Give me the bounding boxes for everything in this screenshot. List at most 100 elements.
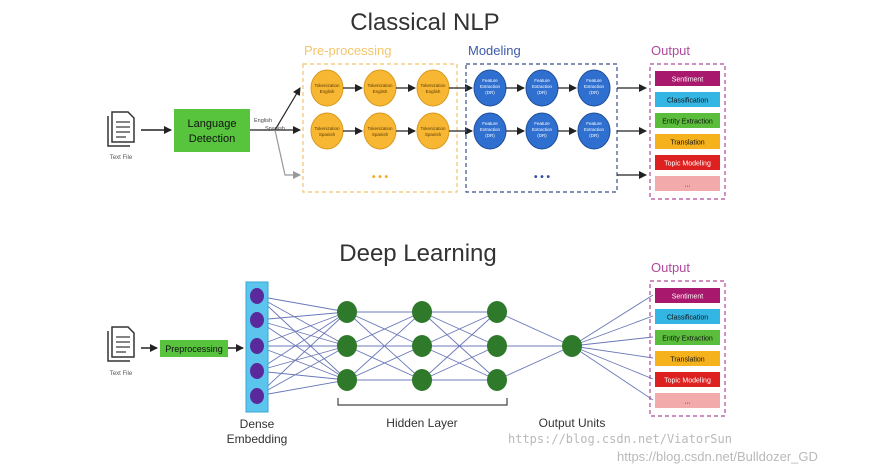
- deep-output-label-0: Sentiment: [672, 294, 704, 301]
- dense-node-0: [250, 288, 264, 304]
- classical-output-box-1: [655, 92, 720, 107]
- feat-es-2-l1: Feature: [534, 121, 550, 126]
- feat-es-2-l2: Extraction: [532, 127, 553, 132]
- edge-0-3-2: [256, 370, 348, 381]
- output-units-label: Output Units: [539, 416, 606, 430]
- feat-es-2-l3: (DR): [537, 133, 547, 138]
- edge-0-4-2: [256, 379, 348, 397]
- edge-3-2-0: [496, 345, 573, 381]
- tok-en-3-label: Tokenization: [420, 83, 446, 88]
- hidden1-node-1: [337, 335, 357, 357]
- edge-out-0: [571, 294, 654, 347]
- feat-es-3-l3: (DR): [589, 133, 599, 138]
- hidden3-node-2: [487, 369, 507, 391]
- classical-output-title: Output: [651, 43, 690, 58]
- feat-en-1-l2: Extraction: [480, 84, 501, 89]
- classical-output-box-5: [655, 176, 720, 191]
- hidden1-node-2: [337, 369, 357, 391]
- classical-output-box-2: [655, 113, 720, 128]
- dense-label: Dense: [240, 417, 275, 431]
- feature-row-spanish: [473, 112, 611, 150]
- language-detection-box: [174, 109, 250, 152]
- edge-2-2-0: [421, 311, 498, 381]
- dense-node-1: [250, 312, 264, 328]
- feat-en-2-l2: Extraction: [532, 84, 553, 89]
- edge-0-2-0: [256, 311, 348, 347]
- feat-en-1-l3: (DR): [485, 90, 495, 95]
- deep-output-box-4: [655, 372, 720, 387]
- edge-0-1-1: [256, 319, 348, 347]
- lang-spanish-label: Spanish: [265, 126, 285, 132]
- feat-es-3-l1: Feature: [586, 121, 602, 126]
- feat-en-2-l3: (DR): [537, 90, 547, 95]
- feat-en-3-l1: Feature: [586, 78, 602, 83]
- deep-output-box-0: [655, 288, 720, 303]
- edge-1-1-0: [346, 311, 423, 347]
- deep-output-box-1: [655, 309, 720, 324]
- output-unit-node-0: [562, 335, 582, 357]
- tok-es-2-label: Tokenization: [367, 126, 393, 131]
- edge-0-3-0: [256, 311, 348, 372]
- classical-output-box-4: [655, 155, 720, 170]
- edge-0-0-0: [256, 295, 348, 313]
- classical-title: Classical NLP: [350, 9, 499, 36]
- deep-preprocessing-box: [160, 340, 228, 357]
- feat-es-1-l3: (DR): [485, 133, 495, 138]
- edge-0-0-1: [256, 295, 348, 347]
- deep-text-file-icon: [107, 326, 135, 362]
- classical-output-label-4: Topic Modeling: [664, 161, 711, 168]
- feat-en-3-l3: (DR): [589, 90, 599, 95]
- edge-out-1: [571, 315, 654, 347]
- tok-es-3-lang: Spanish: [425, 132, 442, 137]
- hidden2-node-0: [412, 301, 432, 323]
- feat-es-3-l2: Extraction: [584, 127, 605, 132]
- modeling-title: Modeling: [468, 43, 521, 58]
- tokenization-row-english: [310, 69, 450, 107]
- edge-0-2-2: [256, 345, 348, 381]
- tok-es-3-label: Tokenization: [420, 126, 446, 131]
- edge-0-4-0: [256, 311, 348, 397]
- hidden2-node-2: [412, 369, 432, 391]
- feature-row-english: [473, 69, 611, 107]
- language-detection-label-1: Language: [188, 118, 237, 130]
- edge-1-2-1: [346, 345, 423, 381]
- watermark-2: https://blog.csdn.net/Bulldozer_GD: [617, 449, 818, 464]
- feat-en-2-l1: Feature: [534, 78, 550, 83]
- edge-0-0-2: [256, 295, 348, 381]
- deep-output-label-1: Classification: [667, 315, 708, 322]
- deep-title: Deep Learning: [339, 240, 496, 267]
- deep-output-label-3: Translation: [670, 357, 704, 364]
- deep-output-label-4: Topic Modeling: [664, 378, 711, 385]
- modeling-ellipsis: • • •: [534, 172, 551, 183]
- deep-output-label-5: ...: [685, 399, 691, 406]
- deep-output-box-3: [655, 351, 720, 366]
- classical-output-label-2: Entity Extraction: [662, 119, 713, 126]
- feature-labels: Feature Extraction (DR) Feature Extracti…: [480, 78, 605, 138]
- deep-output-box-2: [655, 330, 720, 345]
- classical-output-label-5: ...: [685, 182, 691, 189]
- edge-out-3: [571, 345, 654, 359]
- edge-3-0-0: [496, 311, 573, 347]
- hidden3-node-1: [487, 335, 507, 357]
- edge-0-1-2: [256, 319, 348, 381]
- tok-en-1-lang: English: [320, 89, 335, 94]
- feat-es-1-l2: Extraction: [480, 127, 501, 132]
- dense-node-2: [250, 338, 264, 354]
- hidden-layer-bracket: [337, 398, 508, 406]
- tok-es-1-lang: Spanish: [319, 132, 336, 137]
- tok-en-1-label: Tokenization: [314, 83, 340, 88]
- hidden3-node-0: [487, 301, 507, 323]
- classical-output-label-3: Translation: [670, 140, 704, 147]
- language-detection-label-2: Detection: [189, 133, 235, 145]
- deep-output-box-5: [655, 393, 720, 408]
- tokenization-row-spanish: [310, 112, 450, 150]
- tok-es-2-lang: Spanish: [372, 132, 389, 137]
- tok-en-2-label: Tokenization: [367, 83, 393, 88]
- tok-es-1-label: Tokenization: [314, 126, 340, 131]
- classical-output-box-0: [655, 71, 720, 86]
- network-nodes: [250, 288, 582, 404]
- edge-out-4: [571, 345, 654, 380]
